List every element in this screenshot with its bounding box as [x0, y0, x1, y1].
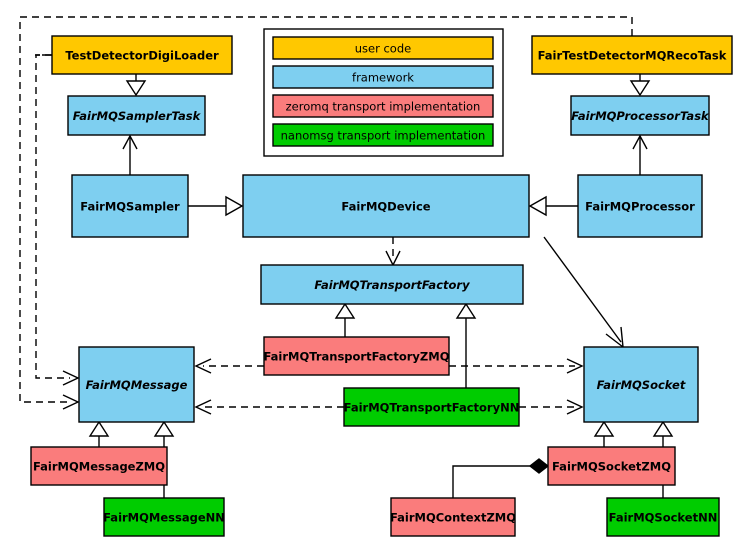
class-name-FairMQProcessor: FairMQProcessor [585, 200, 695, 214]
class-box-FairMQMessageNN[interactable] [103, 497, 225, 537]
edge-socketzmq-contextzmq [452, 465, 531, 498]
legend-swatch-nanomsg [272, 123, 494, 147]
legend-item-user-code: user code [272, 36, 494, 60]
class-name-FairMQSocket: FairMQSocket [597, 378, 686, 392]
class-box-FairMQSampler[interactable] [71, 174, 189, 238]
legend-item-zeromq: zeromq transport implementation [272, 94, 494, 118]
class-name-FairMQSocketNN: FairMQSocketNN [609, 511, 718, 525]
class-node-FairMQTransportFactory[interactable]: FairMQTransportFactory [260, 264, 524, 305]
legend: user code framework zeromq transport imp… [263, 28, 504, 157]
class-node-TestDetectorDigiLoader[interactable]: TestDetectorDigiLoader [51, 35, 233, 75]
edge-recotask-to-message [19, 16, 633, 403]
class-node-FairMQSocket[interactable]: FairMQSocket [583, 346, 699, 423]
class-name-TestDetectorDigiLoader: TestDetectorDigiLoader [65, 49, 219, 63]
arrowhead-generalization-message-right [153, 420, 175, 437]
class-box-FairMQDevice[interactable] [242, 174, 530, 238]
class-box-FairMQTransportFactory[interactable] [260, 264, 524, 305]
class-box-TestDetectorDigiLoader[interactable] [51, 35, 233, 75]
arrowhead-open-message-recotask [62, 394, 80, 410]
class-box-FairMQContextZMQ[interactable] [390, 497, 516, 537]
class-node-FairMQDevice[interactable]: FairMQDevice [242, 174, 530, 238]
legend-label-nanomsg: nanomsg transport implementation [281, 129, 486, 143]
class-box-FairMQMessageZMQ[interactable] [30, 446, 168, 486]
class-box-FairMQSocketNN[interactable] [606, 497, 720, 537]
class-node-FairMQSocketZMQ[interactable]: FairMQSocketZMQ [547, 446, 676, 486]
class-name-FairMQMessage: FairMQMessage [86, 378, 188, 392]
class-node-FairTestDetectorMQRecoTask[interactable]: FairTestDetectorMQRecoTask [531, 35, 733, 75]
class-node-FairMQSocketNN[interactable]: FairMQSocketNN [606, 497, 720, 537]
class-name-FairMQMessageNN: FairMQMessageNN [103, 511, 225, 525]
legend-label-zeromq: zeromq transport implementation [286, 100, 481, 114]
arrowhead-open-processortask [632, 134, 648, 150]
arrowhead-generalization-message-left [88, 420, 110, 437]
class-box-FairMQMessage[interactable] [78, 346, 195, 423]
arrowhead-generalization-socket-left [593, 420, 615, 437]
structural-edges [62, 74, 674, 498]
arrowhead-generalization-device-right [528, 195, 547, 217]
class-box-FairTestDetectorMQRecoTask[interactable] [531, 35, 733, 75]
arrowhead-generalization-processortask [629, 80, 651, 97]
diamond-composition-socketzmq [528, 458, 550, 474]
arrowhead-generalization-samplertask [125, 80, 147, 97]
class-name-FairMQTransportFactory: FairMQTransportFactory [314, 278, 470, 292]
class-box-FairMQSocketZMQ[interactable] [547, 446, 676, 486]
class-box-FairMQTransportFactoryZMQ[interactable] [263, 336, 450, 376]
class-box-FairMQProcessorTask[interactable] [570, 95, 710, 136]
legend-swatch-zeromq [272, 94, 494, 118]
legend-label-framework: framework [352, 71, 414, 85]
legend-item-framework: framework [272, 65, 494, 89]
class-box-FairMQSocket[interactable] [583, 346, 699, 423]
arrowhead-open-message-tfzmq [194, 358, 212, 374]
class-name-FairMQDevice: FairMQDevice [341, 200, 430, 214]
class-name-FairMQSamplerTask: FairMQSamplerTask [73, 109, 202, 123]
edge-digiloader-route [35, 54, 70, 379]
arrowhead-open-socket-top [605, 326, 624, 349]
arrowhead-open-socket-tfnn [566, 399, 584, 415]
arrowhead-generalization-tf-left [334, 302, 356, 319]
legend-item-nanomsg: nanomsg transport implementation [272, 123, 494, 147]
arrowhead-open-socket-tfzmq [566, 358, 584, 374]
class-nodes: TestDetectorDigiLoader FairTestDetectorMQ… [30, 35, 733, 537]
class-node-FairMQMessageNN[interactable]: FairMQMessageNN [103, 497, 225, 537]
legend-label-user-code: user code [355, 42, 411, 56]
class-node-FairMQSamplerTask[interactable]: FairMQSamplerTask [67, 95, 206, 136]
class-node-FairMQProcessor[interactable]: FairMQProcessor [577, 174, 703, 238]
class-name-FairTestDetectorMQRecoTask: FairTestDetectorMQRecoTask [538, 49, 727, 63]
edge-device-socket [543, 236, 622, 343]
class-node-FairMQTransportFactoryNN[interactable]: FairMQTransportFactoryNN [343, 387, 520, 427]
class-node-FairMQMessage[interactable]: FairMQMessage [78, 346, 195, 423]
legend-swatch-framework [272, 65, 494, 89]
class-name-FairMQTransportFactoryZMQ: FairMQTransportFactoryZMQ [263, 350, 449, 364]
arrowhead-generalization-device-left [225, 195, 244, 217]
class-name-FairMQProcessorTask: FairMQProcessorTask [571, 109, 710, 123]
arrowhead-open-message-tfnn [194, 399, 212, 415]
class-node-FairMQSampler[interactable]: FairMQSampler [71, 174, 189, 238]
class-name-FairMQTransportFactoryNN: FairMQTransportFactoryNN [344, 401, 520, 415]
class-node-FairMQMessageZMQ[interactable]: FairMQMessageZMQ [30, 446, 168, 486]
class-box-FairMQTransportFactoryNN[interactable] [343, 387, 520, 427]
class-name-FairMQContextZMQ: FairMQContextZMQ [390, 511, 516, 525]
class-box-FairMQProcessor[interactable] [577, 174, 703, 238]
class-node-FairMQTransportFactoryZMQ[interactable]: FairMQTransportFactoryZMQ [263, 336, 450, 376]
class-name-FairMQSampler: FairMQSampler [80, 200, 180, 214]
legend-swatch-user-code [272, 36, 494, 60]
class-node-FairMQProcessorTask[interactable]: FairMQProcessorTask [570, 95, 710, 136]
class-box-FairMQSamplerTask[interactable] [67, 95, 206, 136]
class-name-FairMQMessageZMQ: FairMQMessageZMQ [33, 460, 165, 474]
class-name-FairMQSocketZMQ: FairMQSocketZMQ [552, 460, 671, 474]
arrowhead-generalization-tf-right [455, 302, 477, 319]
class-node-FairMQContextZMQ[interactable]: FairMQContextZMQ [390, 497, 516, 537]
arrowhead-generalization-socket-right [652, 420, 674, 437]
arrowhead-open-message-digiloader [62, 370, 80, 386]
arrowhead-open-samplertask [122, 134, 138, 150]
